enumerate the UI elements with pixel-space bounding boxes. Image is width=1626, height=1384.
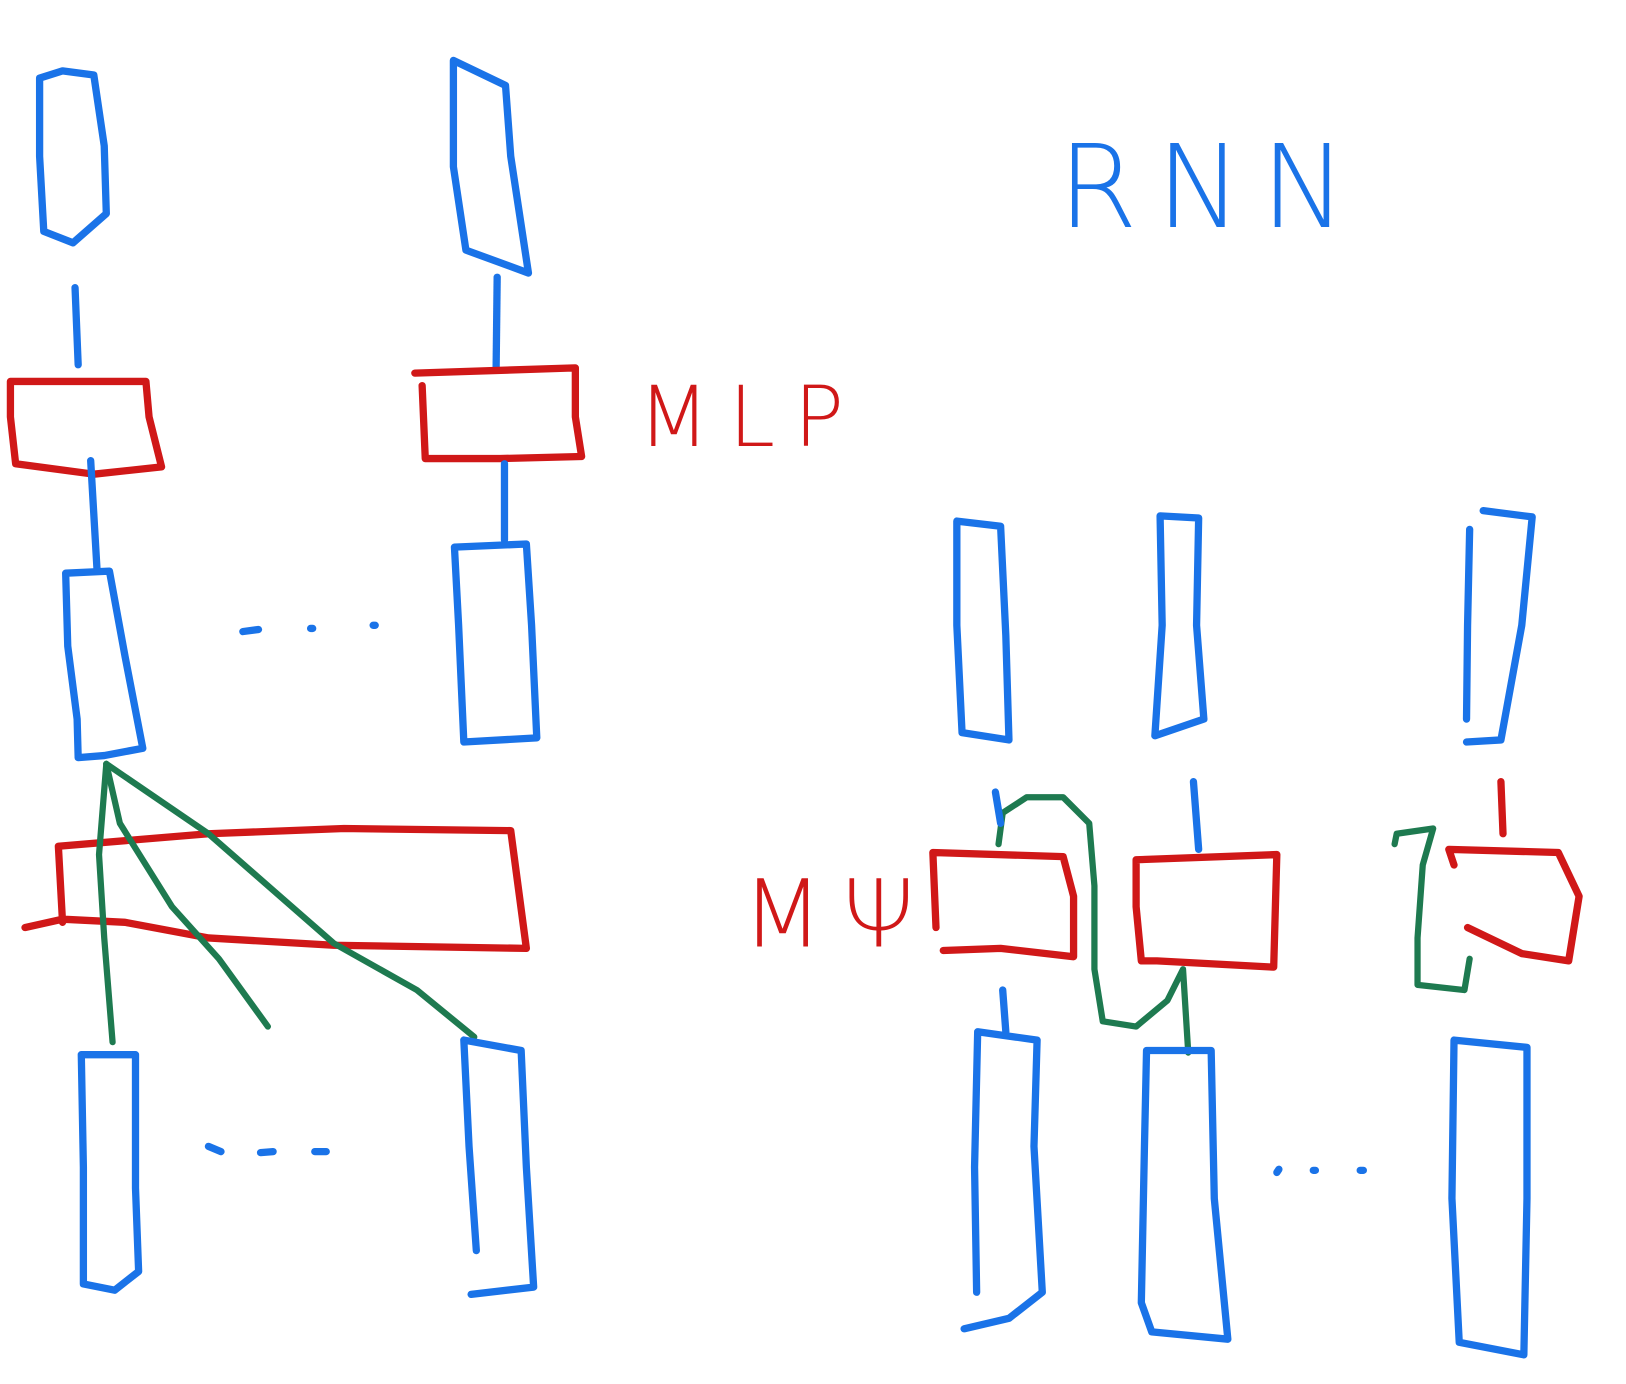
link <box>1497 777 1507 838</box>
link <box>991 788 1005 827</box>
mpsi-label: MΨ <box>742 860 934 969</box>
output-vector-1 <box>35 67 110 247</box>
rnn-cell-3 <box>1445 845 1583 965</box>
ellipsis <box>204 1142 330 1157</box>
rnn-input-vector-1 <box>960 1028 1046 1333</box>
hidden-vector-2 <box>450 540 541 746</box>
input-vector-1 <box>77 1051 143 1294</box>
connection-line <box>103 760 271 1030</box>
rnn-cell-2 <box>1132 850 1281 971</box>
recurrent-connection <box>995 794 1192 1056</box>
input-vector-2 <box>460 1036 538 1299</box>
connection-line <box>103 760 478 1041</box>
link <box>999 986 1010 1036</box>
rnn-input-vector-3 <box>1448 1036 1531 1359</box>
rnn-cell-1 <box>929 848 1078 961</box>
output-vector-2 <box>449 56 533 277</box>
rnn-output-vector-1 <box>953 517 1013 744</box>
hidden-vector-1 <box>62 567 147 762</box>
link <box>1189 777 1203 854</box>
mlp-label: MLP <box>638 369 863 466</box>
link <box>87 456 101 572</box>
connection-line <box>95 760 116 1046</box>
rnn-output-vector-3 <box>1462 507 1536 746</box>
mlp-box-2 <box>411 364 586 463</box>
mlp-box-1 <box>6 377 166 478</box>
rnn-input-vector-2 <box>1137 1046 1232 1343</box>
ellipsis <box>239 621 379 636</box>
wide-layer <box>21 824 531 953</box>
recurrent-connection <box>1391 825 1473 994</box>
rnn-label: RNN <box>1058 122 1365 255</box>
link <box>71 283 82 369</box>
link <box>492 273 501 371</box>
ellipsis <box>1273 1165 1367 1177</box>
rnn-output-vector-2 <box>1151 512 1208 740</box>
